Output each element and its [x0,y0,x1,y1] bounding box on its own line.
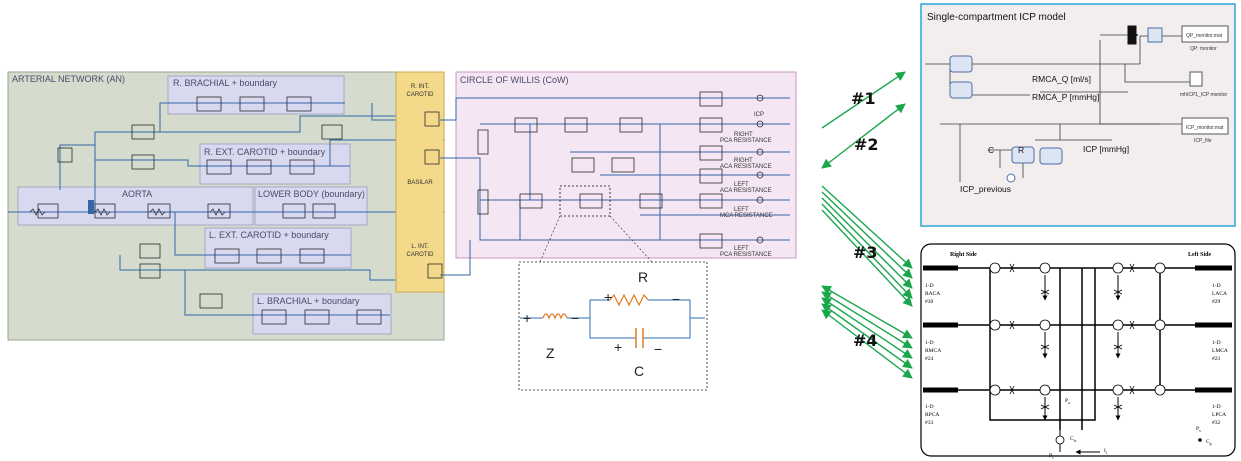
left-pca-label-2: PCA RESISTANCE [720,252,772,258]
rc-c-label: C [634,363,644,379]
lmca-label: LMCA [1212,348,1228,354]
rc-r-label: R [638,269,648,285]
cc-label: Cic [1070,436,1077,443]
left-mca-label-2: MCA RESISTANCE [720,213,773,219]
rc-c-plus: + [614,339,622,355]
rc-z-label: Z [546,345,555,361]
laca-label: LACA [1212,291,1227,297]
lmca-number: #23 [1212,356,1221,362]
arrow-3-label: #3 [853,243,878,262]
network-1d-panel: Right Side Left Side [921,244,1235,460]
pa-label: Pa [1065,398,1070,405]
rmca-label: RMCA [925,348,941,354]
rc-z-minus: − [571,310,579,326]
right-aca-label-2: ACA RESISTANCE [720,164,772,170]
lpca-number: #32 [1212,420,1221,426]
rmca-p-label: RMCA_P [mmHg] [1032,92,1099,102]
pc-label: Pc [1049,453,1054,460]
lower-body-label: LOWER BODY (boundary) [258,189,365,199]
qp-monitor-block-label: QP_monitor.mat [1186,33,1223,39]
icp-mmhg-label: ICP [mmHg] [1083,144,1129,154]
r-brachial-label: R. BRACHIAL + boundary [173,78,277,88]
qp-monitor-sub: QP: monitor [1190,46,1217,52]
right-side-label: Right Side [950,252,977,258]
icp-monitor-block-label: ICP_monitor.mat [1186,125,1224,131]
r-int-carotid-label-2: CAROTID [407,92,435,98]
laca-number: #29 [1212,299,1221,305]
icp-file-label: ICP_file [1194,138,1212,144]
arrow-1-label: #1 [851,89,876,108]
rmca-1d-label: 1-D [925,340,934,346]
rc-r-minus: − [672,291,680,307]
lmca-1d-label: 1-D [1212,340,1221,346]
mux-block [1128,26,1136,44]
carotid-panel: R. INT. CAROTID BASILAR L. INT. CAROTID [396,72,444,292]
right-pca-label-2: PCA RESISTANCE [720,138,772,144]
l-int-carotid-label-2: CAROTID [407,252,435,258]
l-int-carotid-label-1: L. INT. [411,244,429,250]
r-int-carotid-label-1: R. INT. [411,84,430,90]
cow-icp-label: ICP [754,112,764,118]
cow-title: CIRCLE OF WILLIS (CoW) [460,75,569,85]
rc-r-plus: + [604,289,612,305]
lpca-1d-label: 1-D [1212,404,1221,410]
rmca-q-label: RMCA_Q [ml/s] [1032,74,1091,84]
rc-c-minus: − [654,341,662,357]
raca-number: #30 [925,299,934,305]
basilar-label: BASILAR [407,180,433,186]
raca-1d-label: 1-D [925,283,934,289]
scope-block [1190,72,1202,86]
cp-label: Cp [1206,439,1212,446]
rc-element-detail: R Z C + − + − + − [519,262,707,390]
lpca-label: LPCA [1212,412,1226,418]
r-ext-carotid-label: R. EXT. CAROTID + boundary [204,147,326,157]
icp-model-panel: Single-compartment ICP model [921,4,1235,226]
laca-1d-label: 1-D [1212,283,1221,289]
arterial-network-panel: ARTERIAL NETWORK (AN) R. BRACHIAL + boun… [8,72,445,340]
l-brachial-label: L. BRACHIAL + boundary [257,296,360,306]
rpca-1d-label: 1-D [925,404,934,410]
icp-r-label: R [1018,145,1024,155]
rpca-label: RPCA [925,412,939,418]
l-ext-carotid-label: L. EXT. CAROTID + boundary [209,230,329,240]
icp-model-title: Single-compartment ICP model [927,12,1066,23]
pv-label: Pv [1196,426,1201,433]
raca-label: RACA [925,291,940,297]
left-aca-label-2: ACA RESISTANCE [720,188,772,194]
arterial-network-title: ARTERIAL NETWORK (AN) [12,74,125,84]
rpca-number: #33 [925,420,934,426]
arrow-4-label: #4 [853,331,878,350]
aorta-label: AORTA [122,189,152,199]
pv-node [1198,438,1202,442]
arrow-2-label: #2 [854,135,879,154]
rmca-number: #24 [925,356,934,362]
left-side-label: Left Side [1188,252,1212,258]
circle-of-willis-panel: CIRCLE OF WILLIS (CoW) ICP [440,72,796,275]
rc-z-plus: + [523,310,531,326]
scope-sub-label: mhICP1_ICP monitor [1180,92,1227,98]
icp-c-label: C [988,145,994,155]
icp-previous-label: ICP_previous [960,184,1011,194]
